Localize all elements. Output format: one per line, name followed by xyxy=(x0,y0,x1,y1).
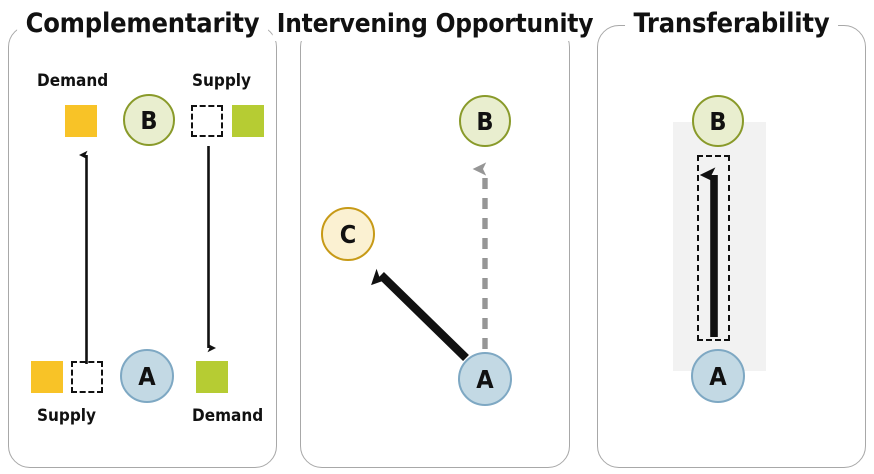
panel-title-complementarity: Complementarity xyxy=(16,7,269,41)
square-b-supply-green xyxy=(232,105,264,137)
node-label: A xyxy=(138,361,156,391)
transfer-band xyxy=(673,122,766,371)
node-label: A xyxy=(709,361,727,391)
node-c-intervening: C xyxy=(321,207,375,261)
node-a-intervening: A xyxy=(458,352,512,406)
node-label: B xyxy=(476,106,494,136)
square-b-demand-orange xyxy=(65,105,97,137)
label-supply-top-right: Supply xyxy=(192,71,252,91)
node-label: B xyxy=(709,106,727,136)
node-label: A xyxy=(476,364,494,394)
node-label: C xyxy=(339,219,357,249)
square-a-supply-orange xyxy=(31,361,63,393)
node-b-transferability: B xyxy=(692,95,744,147)
node-b-complementarity: B xyxy=(123,94,175,146)
label-supply-bottom-left: Supply xyxy=(37,406,97,426)
node-label: B xyxy=(140,105,158,135)
node-a-transferability: A xyxy=(691,349,745,403)
square-a-supply-dashed xyxy=(71,361,103,393)
panel-title-transferability: Transferability xyxy=(624,7,839,41)
panel-transferability: Transferability xyxy=(597,7,866,468)
transfer-corridor-dashed xyxy=(697,155,730,341)
square-b-supply-dashed xyxy=(191,105,223,137)
label-demand-top-left: Demand xyxy=(37,71,109,91)
panel-intervening-opportunity: Intervening Opportunity xyxy=(272,7,598,468)
panel-title-intervening-opportunity: Intervening Opportunity xyxy=(272,7,598,41)
panel-complementarity: Complementarity xyxy=(8,7,277,468)
square-a-demand-green xyxy=(196,361,228,393)
node-b-intervening: B xyxy=(459,95,511,147)
node-a-complementarity: A xyxy=(120,349,174,403)
label-demand-bottom-right: Demand xyxy=(192,406,264,426)
